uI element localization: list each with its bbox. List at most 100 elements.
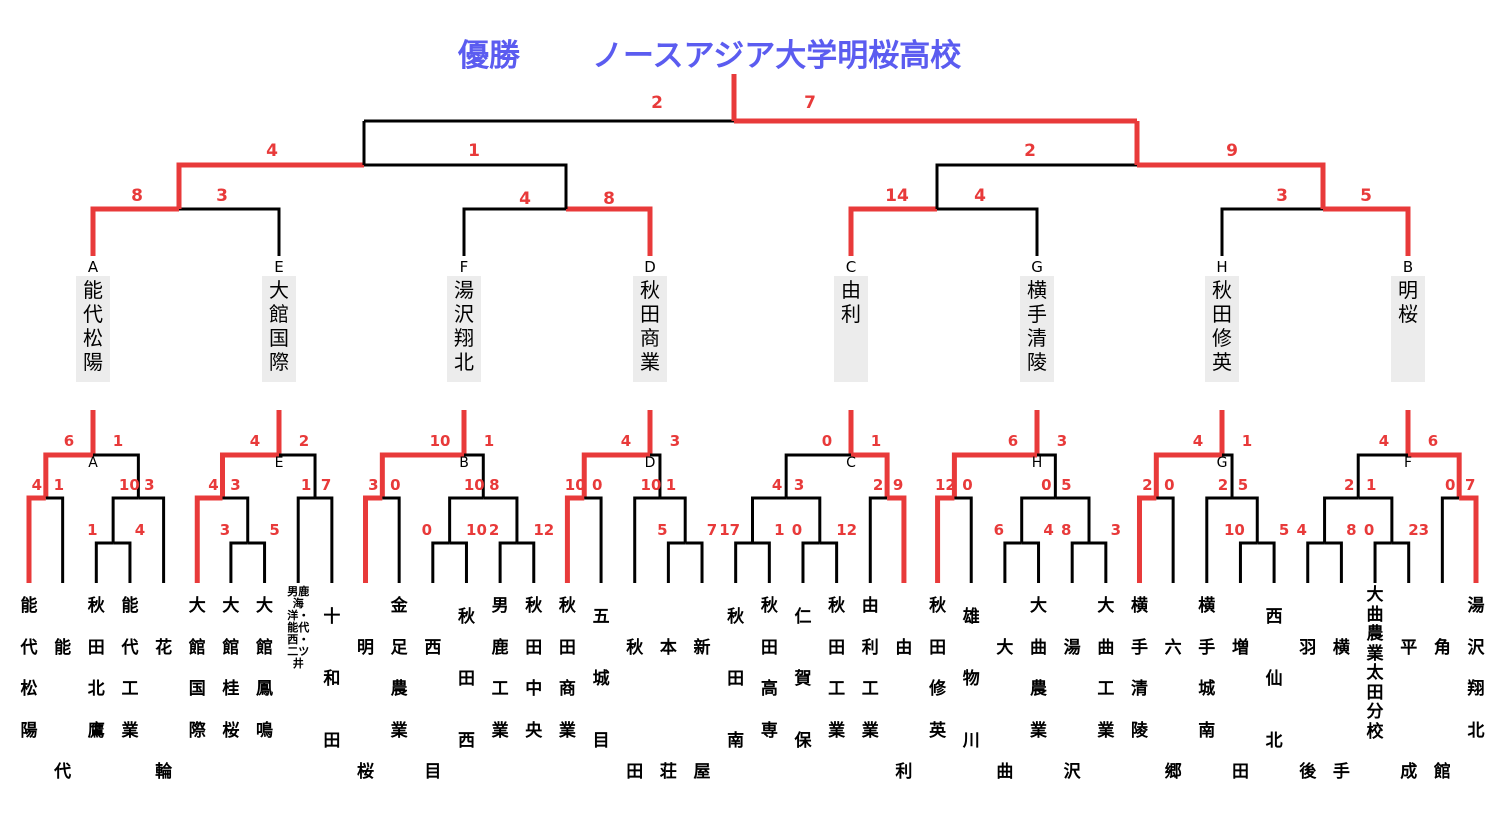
block-mid-right-b-score: 3 [144, 476, 155, 494]
block-low-score: 0 [1363, 521, 1375, 539]
block-top-right-score: 2 [298, 432, 310, 450]
b6R-left [1205, 496, 1233, 583]
block-top-right-score: 1 [870, 432, 882, 450]
block-mid-right-b-score: 7 [1464, 476, 1476, 494]
b1R-left [296, 496, 316, 583]
block-mid-mid-score: 1 [53, 476, 65, 494]
school-name: 能代松陽 [20, 596, 38, 741]
block-letter: C [846, 455, 856, 471]
seed-box [834, 276, 868, 382]
school-name: 秋田西 [457, 607, 475, 751]
block-mid-left-score: 4 [771, 476, 783, 494]
block-top-left-score: 4 [1192, 432, 1204, 450]
block-low-score: 4 [1043, 521, 1054, 539]
seed-box [1391, 276, 1425, 382]
school-name: 金足農業 [390, 596, 408, 741]
block-low-score: 5 [269, 521, 280, 539]
seed-box [447, 276, 481, 382]
block-mid-right-b-score: 8 [489, 476, 500, 494]
block-mid-left-score: 2 [1344, 476, 1355, 494]
champion-name: ノースアジア大学明桜高校 [592, 38, 962, 74]
school-name: 由利 [895, 638, 913, 782]
block-top-right-score: 1 [112, 432, 124, 450]
block-mid-mid-score: 0 [962, 476, 973, 494]
qf4-right-score: 5 [1360, 186, 1372, 206]
b2L-right [382, 496, 401, 583]
block-mid-left-score: 4 [208, 476, 219, 494]
block-low-score: 6 [993, 521, 1005, 539]
school-name: 湯沢 [1063, 638, 1081, 782]
block2-top-right [464, 453, 485, 498]
school-name: 大館鳳鳴 [256, 596, 274, 741]
seed-letter: A [87, 258, 99, 276]
semi2-left-line [935, 163, 1137, 209]
b3R-left [633, 496, 660, 583]
qf3-left-line [848, 206, 937, 256]
b3RR-left [666, 541, 686, 583]
b4LL-right [752, 541, 771, 583]
seed-letter: H [1216, 258, 1228, 276]
qf4-right-line [1323, 206, 1411, 256]
block-mid-right-a-score: 0 [1444, 476, 1456, 494]
block-low-score: 5 [1278, 521, 1290, 539]
b2RR-right [516, 541, 536, 583]
school-name: 大館国際 [188, 596, 206, 741]
qf4-left-score: 3 [1276, 186, 1288, 206]
block-low-score: 8 [1060, 521, 1072, 539]
block6-top-right [1222, 453, 1234, 498]
seed-box [1020, 276, 1054, 382]
qf1-left-score: 8 [131, 186, 143, 206]
block-low-score: 1 [774, 521, 785, 539]
b5RL-right [1021, 541, 1041, 583]
bracket-lines [26, 74, 1479, 583]
block6-top-left [1153, 452, 1222, 498]
semi2-left-score: 2 [1024, 141, 1036, 161]
block2-top-left [379, 452, 464, 498]
block-low-score: 17 [719, 521, 741, 539]
school-name: 能代工業 [121, 596, 139, 741]
block5-top-right [1037, 453, 1057, 498]
b4LR-left [801, 541, 820, 583]
b3RR-right [685, 541, 704, 583]
school-name: 羽後 [1299, 638, 1317, 782]
block-low-score: 7 [706, 521, 718, 539]
block-mid-mid-score: 1 [1366, 476, 1377, 494]
school-name: 横手城南 [1198, 596, 1216, 741]
school-name: 秋田修英 [929, 596, 947, 741]
school-name: 大曲 [996, 638, 1014, 782]
b4LR-right [819, 541, 839, 583]
block4-top-right [851, 452, 890, 498]
school-name: 横手清陵 [1130, 596, 1148, 741]
block1-top-right [279, 453, 317, 498]
school-name: 角館 [1433, 638, 1451, 782]
block-top-left-score: 10 [429, 432, 451, 450]
b3L-right [584, 496, 603, 583]
seed-letter: B [1402, 258, 1414, 276]
block-mid-right-a-score: 10 [640, 476, 662, 494]
b7LR-left [1373, 541, 1392, 583]
block-top-right-score: 3 [1056, 432, 1068, 450]
b5R-right [1055, 496, 1091, 543]
block-mid-right-a-score: 0 [1041, 476, 1052, 494]
b7L-right [1358, 496, 1394, 543]
school-name: 六郷 [1164, 638, 1182, 782]
block1-top-left [219, 452, 279, 498]
b1L-left [194, 495, 223, 583]
block0-top-left [43, 452, 93, 498]
b2R-right [483, 496, 519, 543]
school-name: 横手 [1332, 638, 1350, 782]
qf2-left-line [462, 207, 566, 256]
school-name: 由利工業 [861, 596, 879, 741]
block-low-score: 8 [1346, 521, 1357, 539]
block-letter: E [274, 455, 284, 471]
b5R-left [1020, 496, 1056, 543]
block-letter: G [1216, 455, 1228, 471]
seed-team-name: 大館国際 [269, 278, 289, 374]
block-low-score: 3 [1110, 521, 1122, 539]
block-letter: H [1031, 455, 1043, 471]
block-low-score: 5 [657, 521, 668, 539]
final-right-score: 7 [804, 93, 816, 113]
block-letter: F [1403, 455, 1413, 471]
block-mid-mid-score: 3 [793, 476, 805, 494]
block-top-left-score: 4 [249, 432, 261, 450]
